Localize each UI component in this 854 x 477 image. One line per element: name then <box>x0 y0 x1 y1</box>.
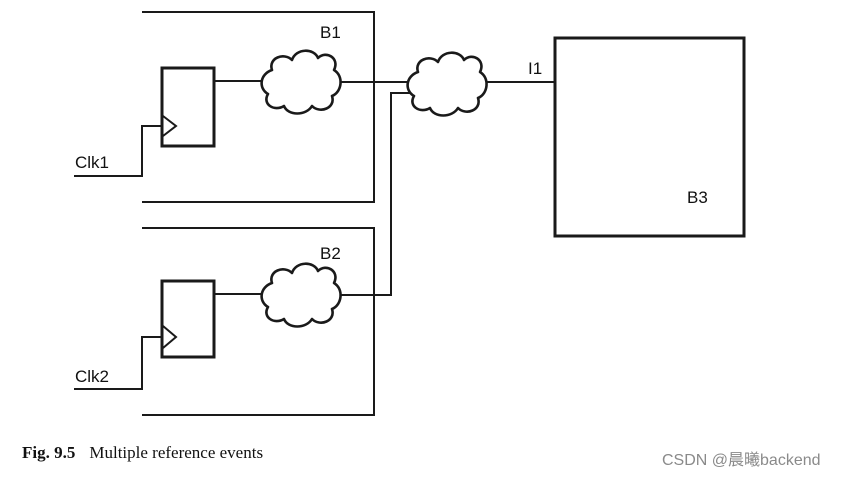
label-b3: B3 <box>687 188 708 207</box>
label-b2: B2 <box>320 244 341 263</box>
logic-cloud-3 <box>406 51 488 117</box>
label-i1: I1 <box>528 59 542 78</box>
block-b2-outline <box>142 227 375 416</box>
cloud2-to-cloud3-wire <box>338 92 410 296</box>
block-b3 <box>553 36 746 238</box>
label-b1: B1 <box>320 23 341 42</box>
flip-flop-2 <box>160 279 216 359</box>
logic-cloud-1 <box>260 49 342 115</box>
clk2-wire <box>74 336 162 390</box>
logic-cloud-2 <box>260 262 342 328</box>
caption-number: Fig. 9.5 <box>22 443 75 462</box>
clock-triangle-1 <box>162 115 178 137</box>
caption-text: Multiple reference events <box>89 443 263 462</box>
watermark: CSDN @晨曦backend <box>662 451 821 469</box>
block-b1-outline <box>142 11 375 203</box>
flip-flop-1 <box>160 66 216 148</box>
label-clk2: Clk2 <box>75 367 109 386</box>
figure-caption: Fig. 9.5 Multiple reference events <box>22 443 263 462</box>
clock-triangle-2 <box>162 325 178 349</box>
clk1-wire <box>74 125 162 177</box>
label-clk1: Clk1 <box>75 153 109 172</box>
